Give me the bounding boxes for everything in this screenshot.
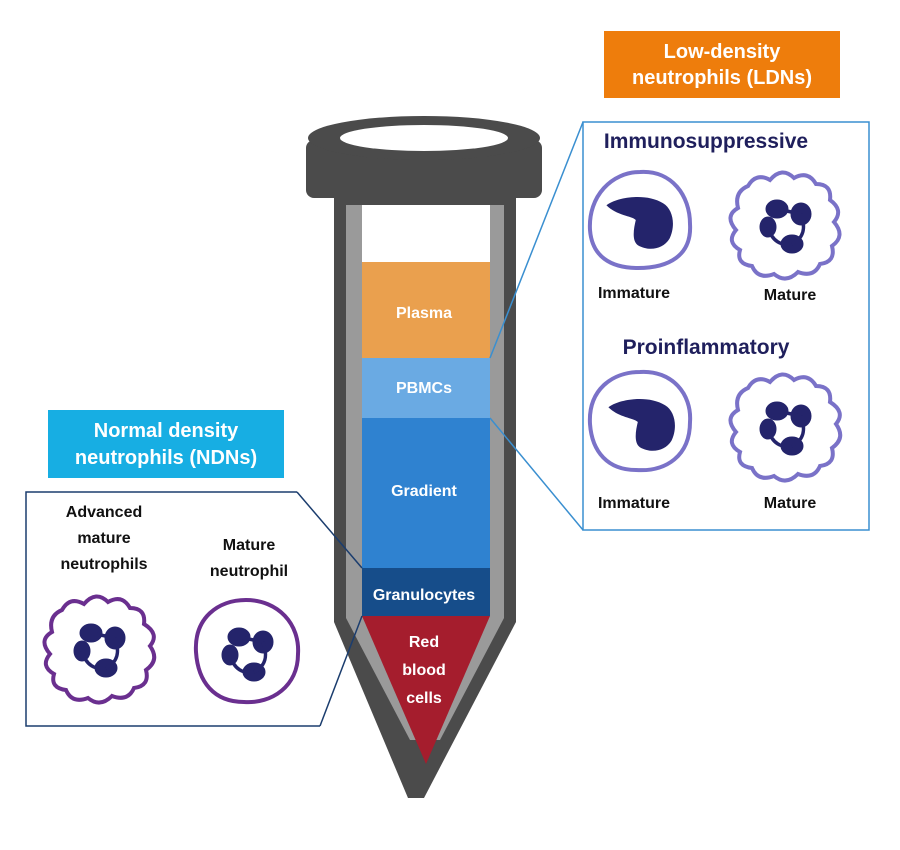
rbc-label-line3: cells <box>406 690 442 707</box>
ndn-callout: Normal density neutrophils (NDNs) Advanc… <box>25 410 363 727</box>
centrifuge-tube: Plasma PBMCs Gradient Granulocytes Red b… <box>306 116 542 798</box>
ndn-panel <box>25 491 320 727</box>
proinflammatory-mature-label: Mature <box>764 495 817 512</box>
ndn-connector-bottom <box>319 615 363 727</box>
rbc-label-line1: Red <box>409 634 439 651</box>
immunosuppressive-heading: Immunosuppressive <box>604 130 808 153</box>
ldn-connector-top <box>489 121 584 359</box>
ldn-callout: Low-density neutrophils (LDNs) Immunosup… <box>489 31 870 531</box>
granulocytes-label: Granulocytes <box>373 587 475 604</box>
tube-interior-empty <box>362 205 490 262</box>
ndn-header-line2: neutrophils (NDNs) <box>75 447 257 469</box>
advanced-mature-label-line1: Advanced <box>66 504 142 521</box>
pbmcs-label: PBMCs <box>396 380 452 397</box>
tube-cap-opening <box>340 125 508 151</box>
advanced-mature-cell <box>42 594 157 705</box>
cell-membrane <box>728 170 842 281</box>
plasma-layer <box>362 262 490 358</box>
mature-neutrophil-label-line1: Mature <box>223 537 276 554</box>
ldn-header-line2: neutrophils (LDNs) <box>632 67 812 89</box>
advanced-mature-label-line3: neutrophils <box>60 556 147 573</box>
ndn-header-box <box>48 410 284 478</box>
mature-neutrophil-label-line2: neutrophil <box>210 563 288 580</box>
ldn-header-line1: Low-density <box>664 41 782 63</box>
pbmcs-layer <box>362 358 490 418</box>
immunosuppressive-immature-cell <box>587 169 693 271</box>
gradient-label: Gradient <box>391 483 457 500</box>
rbc-layer <box>362 616 490 764</box>
ldn-connector-bottom <box>489 417 584 531</box>
cell-membrane <box>42 594 157 705</box>
granulocytes-layer <box>362 568 490 616</box>
proinflammatory-heading: Proinflammatory <box>623 336 790 359</box>
ndn-connector-top <box>296 491 363 569</box>
immunosuppressive-mature-label: Mature <box>764 287 817 304</box>
cell-membrane <box>193 597 301 705</box>
ndn-mature-cell <box>193 597 301 705</box>
ndn-header-line1: Normal density <box>94 420 239 442</box>
proinflammatory-immature-cell <box>587 369 693 473</box>
advanced-mature-label-line2: mature <box>77 530 130 547</box>
plasma-label: Plasma <box>396 305 452 322</box>
immunosuppressive-mature-cell <box>728 170 842 281</box>
proinflammatory-immature-label: Immature <box>598 495 670 512</box>
rbc-label-line2: blood <box>402 662 446 679</box>
ldn-header-box <box>604 31 840 98</box>
immunosuppressive-immature-label: Immature <box>598 285 670 302</box>
gradient-layer <box>362 418 490 568</box>
cell-membrane <box>728 372 843 483</box>
proinflammatory-mature-cell <box>728 372 843 483</box>
